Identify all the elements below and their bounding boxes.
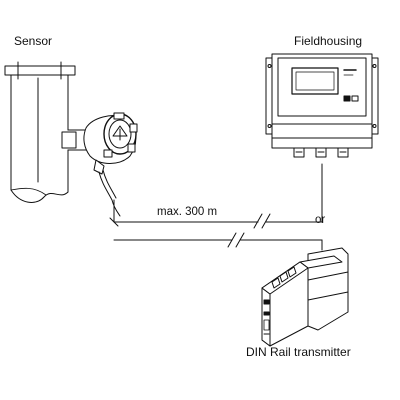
din-rail-device bbox=[261, 247, 349, 347]
sensor-label: Sensor bbox=[14, 34, 53, 48]
din-rail-label: DIN Rail transmitter bbox=[246, 345, 351, 359]
distance-label: max. 300 m bbox=[156, 206, 219, 218]
pipe bbox=[4, 61, 76, 203]
fieldhousing-label: Fieldhousing bbox=[294, 34, 363, 48]
connection-lines bbox=[109, 163, 323, 251]
sensor-device bbox=[61, 112, 138, 217]
or-label: or bbox=[315, 214, 326, 226]
fieldhousing-device bbox=[265, 53, 379, 158]
cable-glands bbox=[293, 147, 349, 158]
